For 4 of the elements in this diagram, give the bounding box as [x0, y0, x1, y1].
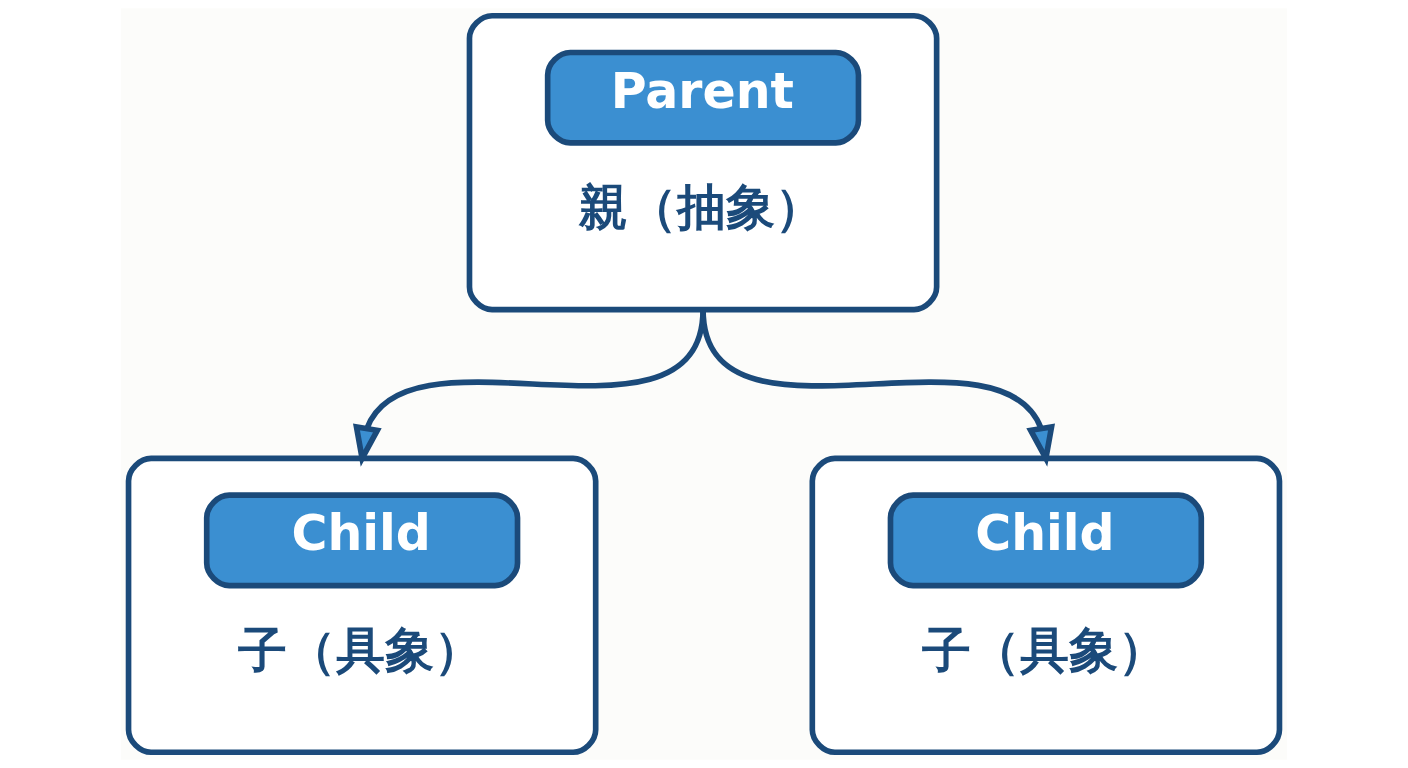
node-box: Parent 親（抽象）: [466, 12, 940, 313]
node-box: Child 子（具象）: [809, 455, 1283, 756]
node-box: Child 子（具象）: [125, 455, 599, 756]
arrow: [700, 309, 1055, 467]
